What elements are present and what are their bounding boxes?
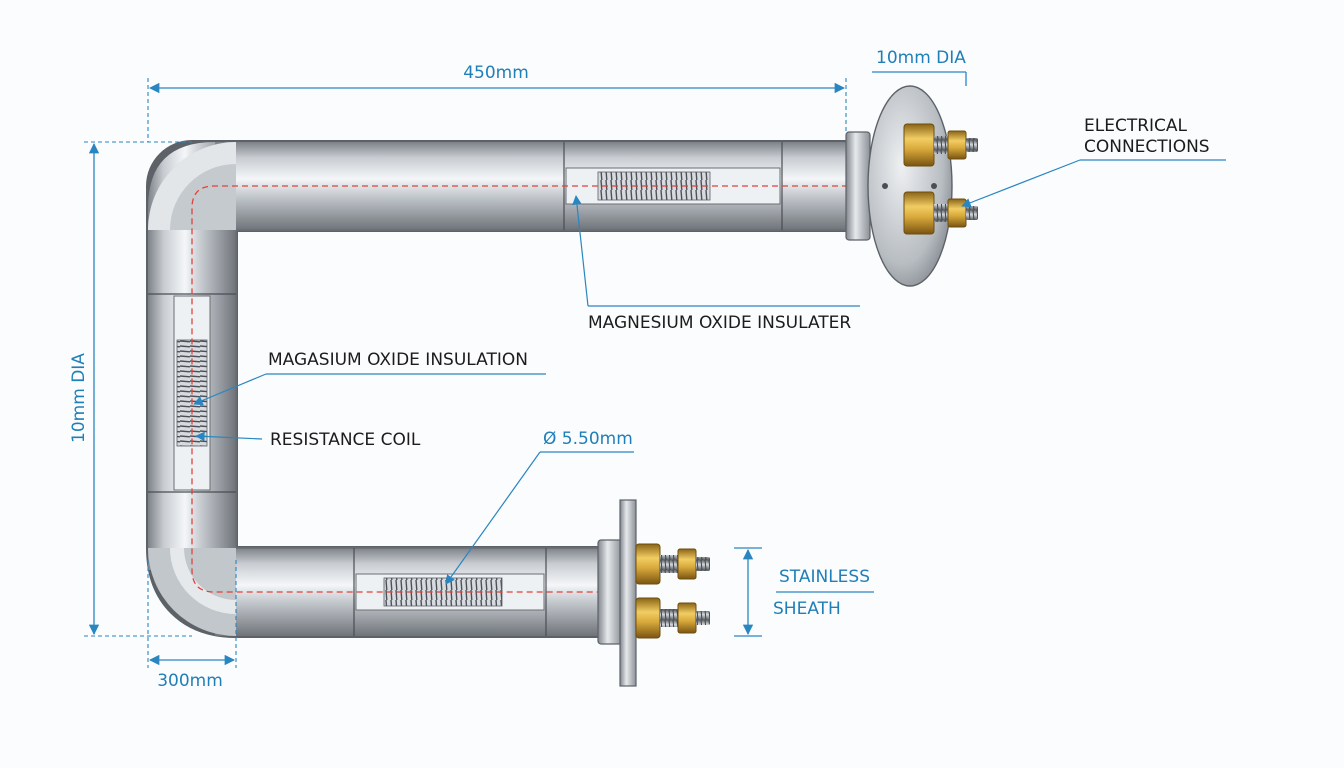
electrical-connections-label-2: CONNECTIONS [1084,137,1210,157]
terminal-nut-top-1 [903,123,935,167]
dimension-450mm: 450mm [147,63,847,142]
resistance-wire-path [191,185,848,593]
dimension-sheath: STAINLESS SHEATH [734,547,874,637]
terminal-nut-bottom-2 [635,597,661,639]
terminal-nut-bottom-1 [635,543,661,585]
resistance-coil-label: RESISTANCE COIL [270,430,421,450]
terminal-nut-top-2 [903,191,935,235]
dimension-left-height: 10mm DIA [69,141,192,637]
dimension-300mm: 300mm [147,560,237,691]
bottom-flange-plate [619,499,637,687]
magnesium-oxide-insulater-label: MAGNESIUM OXIDE INSULATER [588,313,851,333]
sheath-label-line1: STAINLESS [779,567,870,587]
bottom-flange-assembly [597,499,710,687]
left-height-label: 10mm DIA [69,353,89,443]
dimension-flange-dia: 10mm DIA [872,48,967,86]
callout-magnesium-oxide-insulater: MAGNESIUM OXIDE INSULATER [572,195,860,333]
callout-magasium-oxide-insulation: MAGASIUM OXIDE INSULATION [193,350,546,406]
electrical-connections-label-1: ELECTRICAL [1084,116,1188,136]
sheath-tube [145,140,848,638]
top-flange-disc [867,85,953,287]
tube-diameter-label: Ø 5.50mm [543,429,633,449]
bottom-width-label: 300mm [157,671,223,691]
dimension-450mm-label: 450mm [463,63,529,83]
callout-electrical-connections: ELECTRICAL CONNECTIONS [961,116,1226,208]
magasium-oxide-insulation-label: MAGASIUM OXIDE INSULATION [268,350,528,370]
top-flange-assembly [845,85,978,287]
sheath-label-line2: SHEATH [773,599,841,619]
callout-tube-diameter: Ø 5.50mm [445,429,634,585]
callout-resistance-coil: RESISTANCE COIL [195,430,421,450]
flange-diameter-label: 10mm DIA [876,48,966,68]
